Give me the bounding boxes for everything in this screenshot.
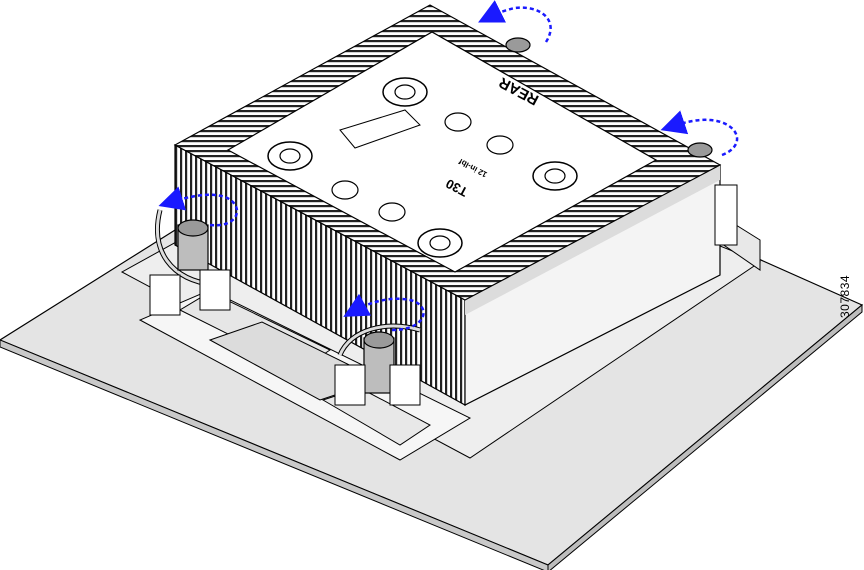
counterclockwise-arrow-icon <box>343 293 425 332</box>
torx-icon <box>382 77 428 107</box>
screw-rear-right <box>687 142 738 246</box>
torx-icon <box>417 228 463 258</box>
heatsink-fins <box>173 4 722 407</box>
padlock-icon <box>331 112 514 222</box>
torx-icon <box>532 161 578 191</box>
counterclockwise-arrow-icon <box>478 0 552 43</box>
screw-front-left <box>149 209 231 316</box>
screw-rear-left <box>505 37 531 53</box>
torx-icon <box>267 141 313 171</box>
counterclockwise-arrow-icon <box>660 110 739 157</box>
counterclockwise-arrow-icon <box>158 186 239 227</box>
figure-id-label: 307834 <box>838 274 852 318</box>
